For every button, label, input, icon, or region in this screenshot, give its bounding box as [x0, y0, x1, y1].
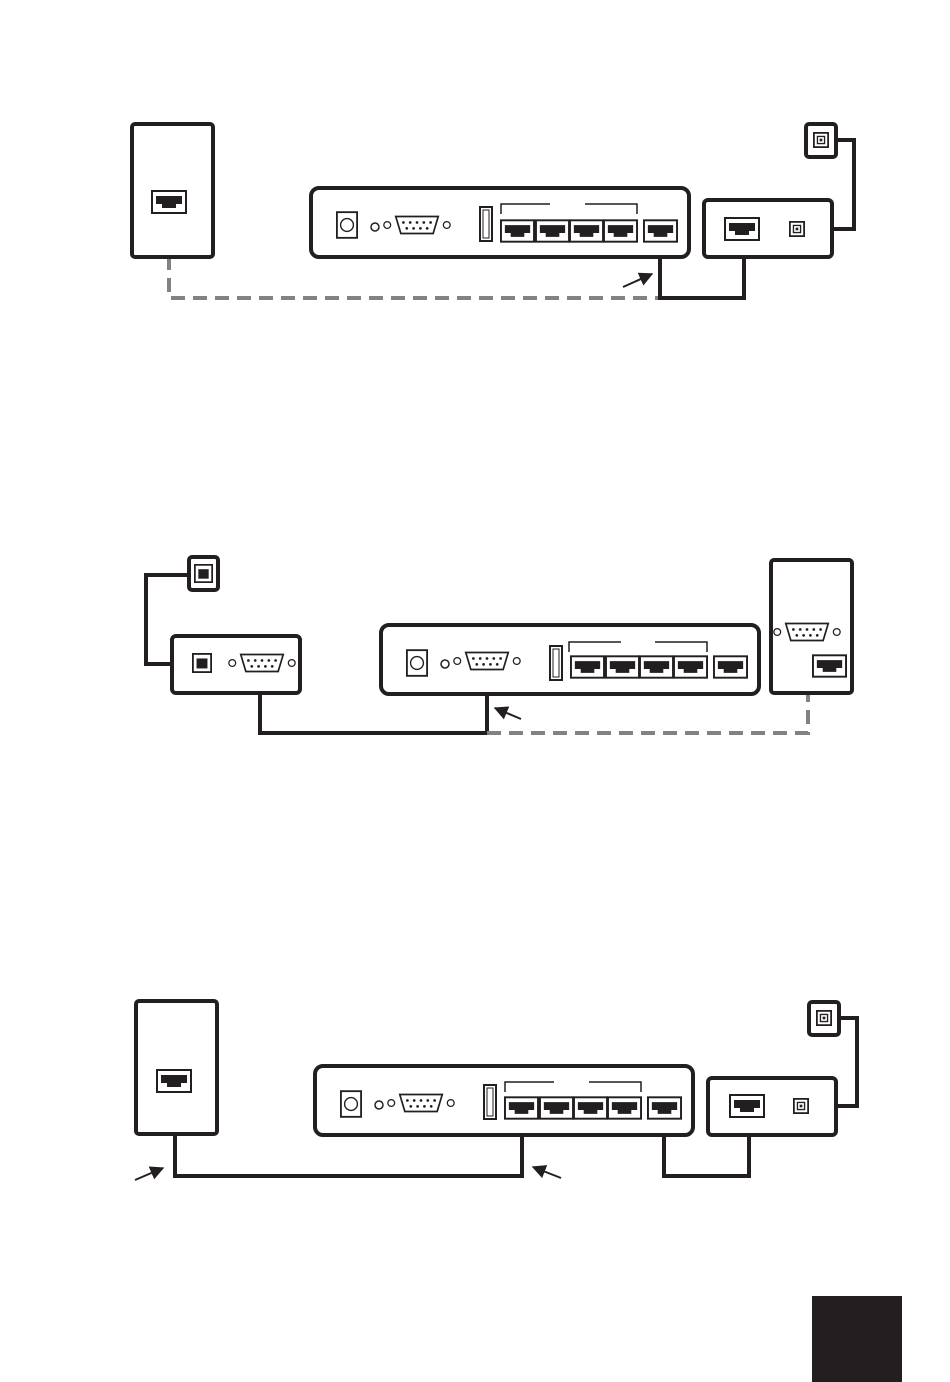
- lan-port-1-icon: [505, 1097, 538, 1118]
- computer-tower: [136, 1001, 217, 1134]
- lan-port-2-icon: [536, 220, 569, 241]
- modem-coax-port-icon: [794, 1099, 808, 1113]
- lan-port-2-icon: [606, 656, 639, 677]
- modem: [704, 200, 832, 257]
- reset-button-icon: [441, 660, 449, 668]
- lan-port-1-icon: [571, 656, 604, 677]
- modem-coax-port-icon: [790, 222, 804, 236]
- wan-port-icon: [714, 656, 747, 677]
- diagram-2: [146, 557, 852, 733]
- usb-port-icon: [550, 646, 562, 680]
- serial-port-arrow-icon: [495, 708, 521, 719]
- lan-port-3-icon: [574, 1097, 607, 1118]
- modem-ethernet-port-icon: [730, 1095, 764, 1117]
- usb-port-icon: [480, 207, 492, 241]
- lan-port-3-icon: [640, 656, 673, 677]
- lan-port-4-icon: [604, 220, 637, 241]
- wan-port-icon: [644, 220, 677, 241]
- modem: [708, 1078, 836, 1135]
- computer-ethernet-port-icon: [157, 1070, 191, 1092]
- wall-coax-connector-icon: [817, 1011, 831, 1025]
- power-jack-icon: [341, 1091, 361, 1117]
- lan-port-4-icon: [608, 1097, 641, 1118]
- power-jack-icon: [337, 212, 357, 238]
- lan-port-1-icon: [501, 220, 534, 241]
- reset-button-icon: [375, 1101, 383, 1109]
- lan-port-3-icon: [570, 220, 603, 241]
- wan-port-arrow-icon: [623, 274, 652, 287]
- modem-ethernet-port-icon: [725, 218, 759, 240]
- diagram-3: [135, 1001, 857, 1180]
- reset-button-icon: [371, 223, 379, 231]
- lan-port-4-icon: [674, 656, 707, 677]
- page-corner-tab: [812, 1296, 902, 1382]
- wan-port-icon: [648, 1097, 681, 1118]
- lan-port-2-icon: [540, 1097, 573, 1118]
- computer-ethernet-port-icon: [152, 191, 186, 213]
- wall-phone-port-icon: [195, 565, 212, 582]
- computer-port-arrow-icon: [135, 1168, 163, 1180]
- wall-coax-connector-icon: [814, 133, 828, 147]
- computer-ethernet-port-icon: [813, 655, 846, 676]
- usb-port-icon: [484, 1085, 496, 1119]
- lan-port-arrow-icon: [533, 1167, 561, 1178]
- power-jack-icon: [407, 650, 427, 676]
- diagram-1: [132, 124, 854, 298]
- modem-phone-port-icon: [193, 654, 211, 672]
